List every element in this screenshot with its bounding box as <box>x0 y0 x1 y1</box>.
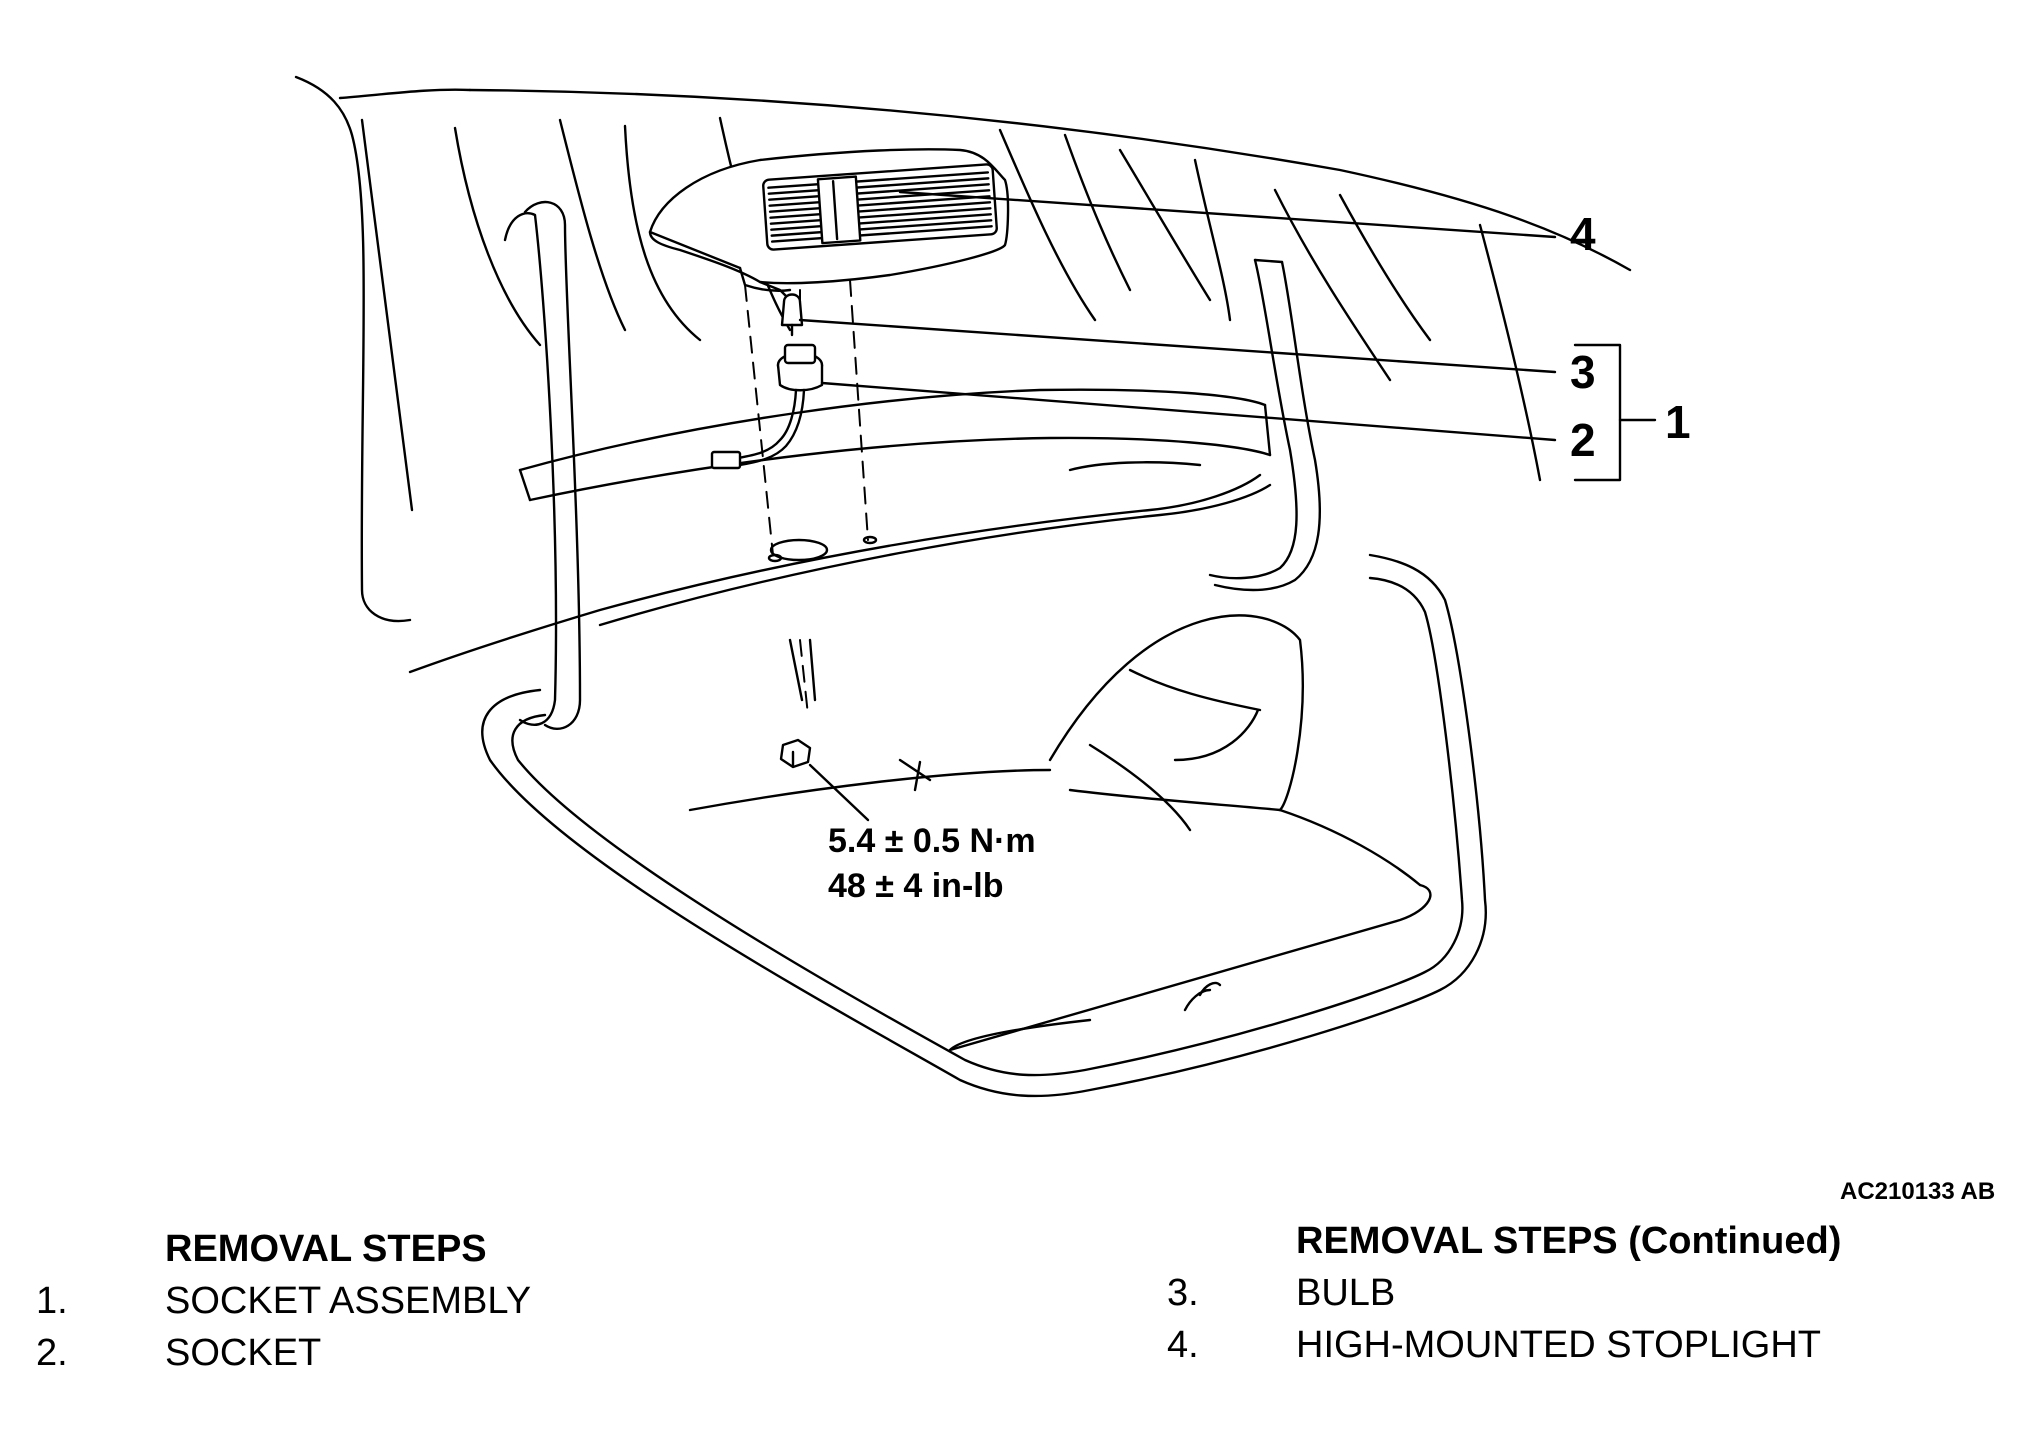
torque-imperial: 48 ± 4 in-lb <box>828 867 1003 905</box>
removal-steps-continued-heading: REMOVAL STEPS (Continued) <box>1296 1220 1842 1262</box>
step-number: 3. <box>1167 1271 1199 1314</box>
callout-2: 2 <box>1570 414 1596 466</box>
step-label: BULB <box>1296 1271 1396 1314</box>
callout-4: 4 <box>1570 208 1596 260</box>
step-label: SOCKET <box>165 1331 322 1374</box>
callout-3: 3 <box>1570 346 1596 398</box>
high-mounted-stoplight <box>648 148 1010 302</box>
socket <box>710 343 824 470</box>
trunk-hinge-right <box>1208 258 1322 592</box>
step-number: 2. <box>36 1331 68 1374</box>
trunk-stoplight-illustration: 4 3 2 1 5.4 ± 0.5 N·m 48 ± 4 in-lb <box>294 75 1691 1098</box>
step-label: HIGH-MOUNTED STOPLIGHT <box>1296 1323 1821 1366</box>
callout-1: 1 <box>1665 396 1691 448</box>
rear-window-frame <box>294 75 1632 623</box>
list-item: 4. HIGH-MOUNTED STOPLIGHT <box>1167 1319 1841 1371</box>
trunk-interior <box>688 614 1432 1052</box>
removal-steps-continued-list: REMOVAL STEPS (Continued) 3. BULB 4. HIG… <box>1167 1220 1841 1371</box>
trunk-weatherstrip <box>481 553 1487 1098</box>
figure-code: AC210133 AB <box>1840 1178 1996 1205</box>
list-item: 2. SOCKET <box>36 1327 531 1379</box>
step-number: 1. <box>36 1279 68 1322</box>
step-label: SOCKET ASSEMBLY <box>165 1279 532 1322</box>
trunk-hinge-left <box>503 200 582 730</box>
bulb <box>780 293 804 337</box>
removal-steps-list: REMOVAL STEPS 1. SOCKET ASSEMBLY 2. SOCK… <box>36 1228 531 1379</box>
step-number: 4. <box>1167 1323 1199 1366</box>
list-item: 3. BULB <box>1167 1267 1841 1319</box>
torque-metric: 5.4 ± 0.5 N·m <box>828 822 1036 860</box>
removal-steps-heading: REMOVAL STEPS <box>165 1228 487 1270</box>
list-item: 1. SOCKET ASSEMBLY <box>36 1275 531 1327</box>
rear-deck-panel <box>408 388 1272 674</box>
nut <box>779 738 812 769</box>
leader-lines <box>798 190 1657 822</box>
